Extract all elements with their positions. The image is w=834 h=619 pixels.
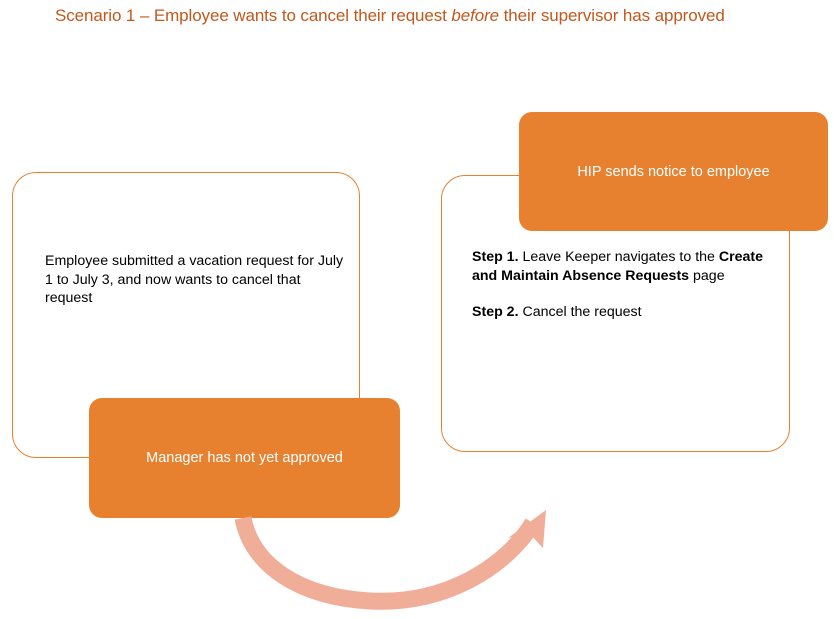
- page-title-prefix: Scenario 1 – Employee wants to cancel th…: [55, 6, 452, 25]
- page-title-suffix: their supervisor has approved: [499, 6, 725, 25]
- step-2-text-before: Cancel the request: [518, 304, 642, 320]
- step-2-label: Step 2.: [472, 304, 519, 320]
- page-title: Scenario 1 – Employee wants to cancel th…: [55, 5, 795, 27]
- step-spacer: [472, 285, 772, 303]
- page-title-emphasis: before: [451, 6, 500, 25]
- leave-keeper-steps-text: Step 1. Leave Keeper navigates to the Cr…: [472, 248, 772, 322]
- step-1-label: Step 1.: [472, 249, 519, 265]
- step-1-text-after: page: [689, 267, 725, 284]
- step-1-text-before: Leave Keeper navigates to the: [518, 249, 719, 265]
- hip-notice-text: HIP sends notice to employee: [577, 163, 770, 180]
- employee-request-text: Employee submitted a vacation request fo…: [45, 253, 344, 306]
- manager-pending-text: Manager has not yet approved: [146, 450, 343, 466]
- step-1-emphasis: Create and Maintain Absence Requests: [472, 249, 764, 284]
- manager-pending-box: Manager has not yet approved: [89, 398, 400, 518]
- hip-notice-box: HIP sends notice to employee: [519, 112, 828, 231]
